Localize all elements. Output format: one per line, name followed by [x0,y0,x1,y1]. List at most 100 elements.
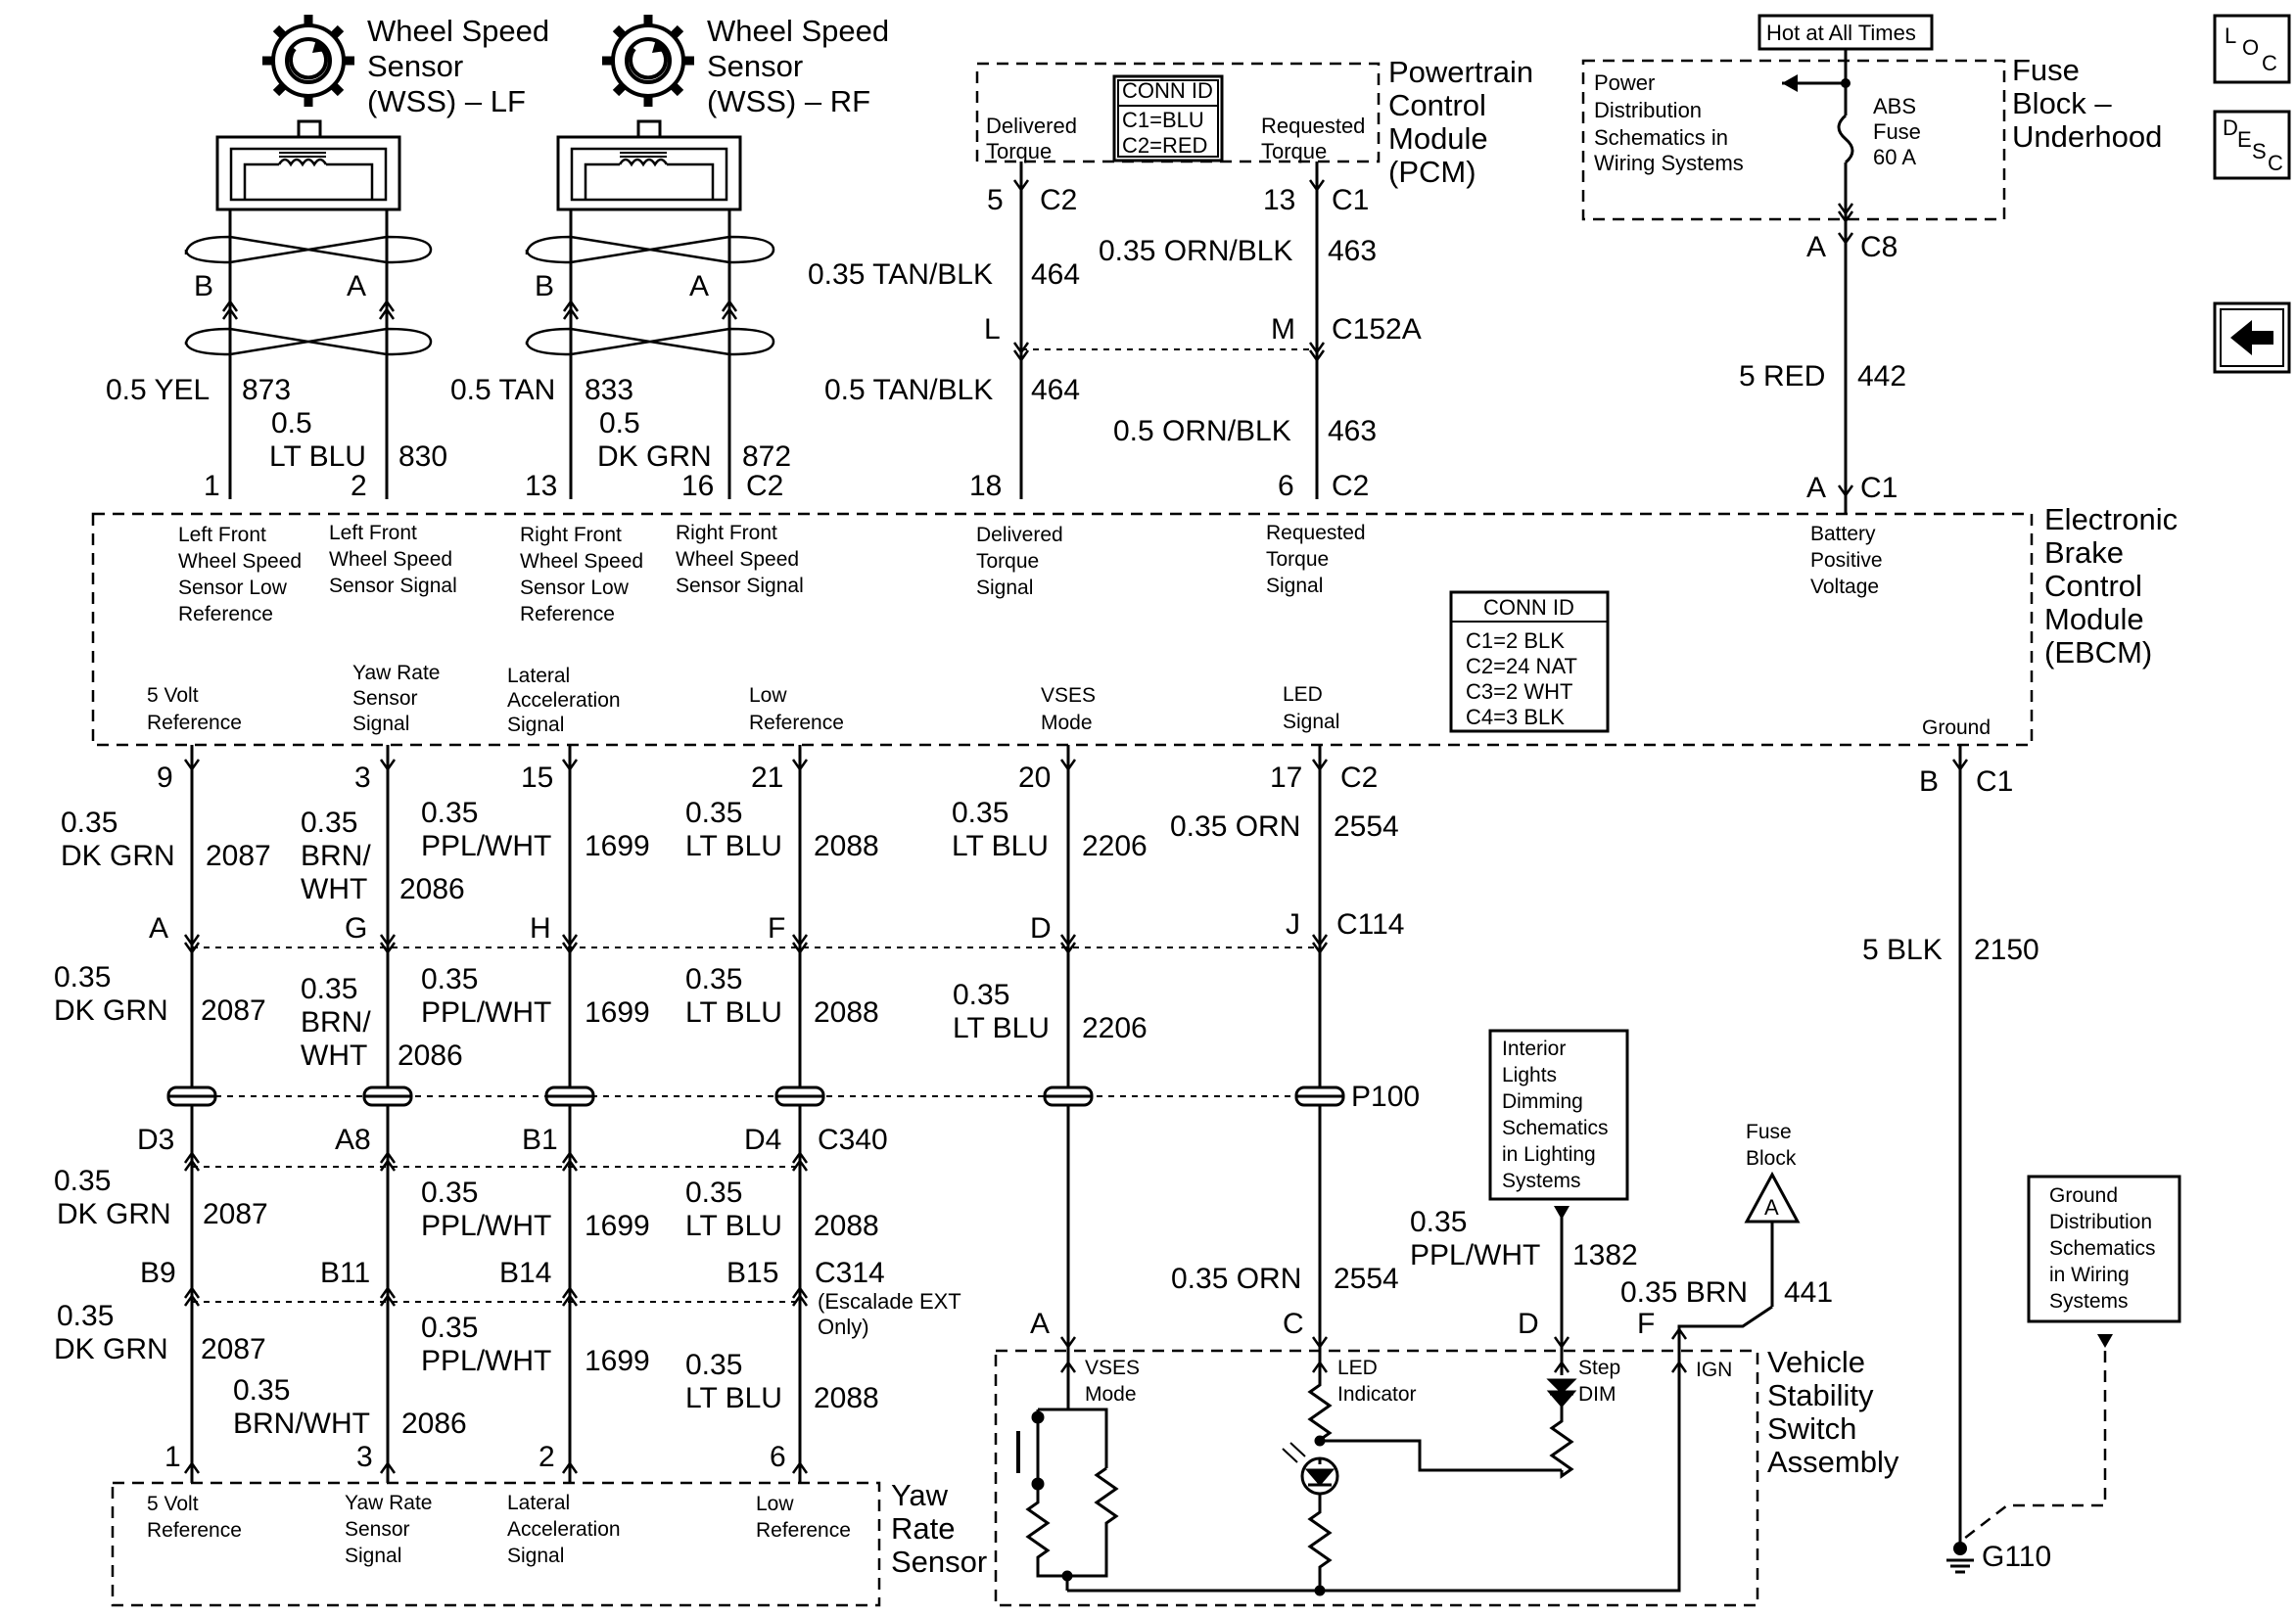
connector-id: C1 [1976,765,2013,798]
connector-id: C2 [1340,762,1378,794]
connector-id: C152A [1332,313,1422,346]
ebcm-label-low-ref: Low Reference [749,684,844,734]
wheel-gear-icon [262,15,354,107]
interior-lights-ref[interactable]: Interior Lights Dimming Schematics in Li… [1488,1029,1629,1220]
p100-label: P100 [1351,1081,1420,1113]
desc-button[interactable]: D E S C [2213,110,2291,180]
connector-pin: B1 [522,1124,558,1156]
wheel-gear-icon [602,15,694,107]
wire-2088-circuit: 2088 [814,1210,879,1242]
hot-at-all-times: Hot at All Times [1766,21,1916,45]
ebcm-label-led-signal: LED Signal [1283,683,1339,733]
connector-pin: A [689,270,709,302]
connector-id: C314 [815,1257,885,1289]
ebcm-pin: 2 [351,470,367,502]
wire-464-color: 0.35 TAN/BLK [808,258,993,291]
back-button[interactable] [2213,301,2291,374]
fuse-block-underhood: Hot at All Times Power Distribution Sche… [1581,14,2162,514]
wire-464-circuit: 464 [1031,258,1080,291]
wire-2088-circuit: 2088 [814,996,879,1029]
power-distribution-ref: Power Distribution Schematics in Wiring … [1594,70,1744,175]
connector-pin: B [1919,765,1939,798]
wss-rf: Wheel Speed Sensor (WSS) – RF [556,14,898,211]
ebcm-label-5v-ref: 5 Volt Reference [147,684,242,734]
vss-label-ign: IGN [1696,1359,1732,1381]
connector-pin: L [984,313,1001,346]
pcm-requested-label: Requested Torque [1261,114,1372,163]
wire-2150-color: 5 BLK [1862,934,1943,966]
ebcm-label-ground: Ground [1922,716,1991,739]
abs-fuse-label: ABS Fuse 60 A [1873,94,1927,169]
interior-lights-ref-text: Interior Lights Dimming Schematics in Li… [1502,1038,1614,1192]
connector-pin: F [768,912,785,945]
wss-lf-title: Wheel Speed Sensor (WSS) – LF [367,14,558,118]
connector-pin: B [194,270,213,302]
vss-pin: F [1637,1308,1655,1340]
wire-833-circuit: 833 [585,374,633,406]
connector-id: C2 [746,470,783,502]
connector-pin: B14 [499,1257,551,1289]
fuse-block-ref-letter: A [1764,1195,1779,1220]
wire-872-size: 0.5 [599,407,640,439]
wire-464-color: 0.5 TAN/BLK [824,374,993,406]
ebcm-pin: 1 [204,470,220,502]
wire-2554-circuit: 2554 [1334,1263,1399,1295]
connector-pin: B15 [726,1257,778,1289]
ebcm-pin: 17 [1270,762,1302,794]
wss-rf-title: Wheel Speed Sensor (WSS) – RF [707,14,898,118]
wire-830-color: LT BLU [269,440,366,473]
connector-pin: B9 [140,1257,176,1289]
wire-442-circuit: 442 [1857,360,1906,393]
pcm-conn-id: CONN ID C1=BLU C2=RED [1122,78,1219,158]
wire-872-color: DK GRN [597,440,712,473]
wire-2086-circuit: 2086 [399,873,465,905]
ebcm-label-vses-mode: VSES Mode [1041,684,1101,734]
loc-button[interactable]: L O C [2213,14,2291,84]
wire-2087-circuit: 2087 [201,1333,266,1365]
yaw-pin: 6 [770,1441,786,1473]
wss-lf: Wheel Speed Sensor (WSS) – LF [215,14,558,211]
wire-830-size: 0.5 [271,407,312,439]
ebcm-label-rf-low-ref: Right Front Wheel Speed Sensor Low Refer… [520,524,649,625]
fuse-block-ref[interactable]: Fuse Block A [1744,1121,1801,1224]
wire-830-circuit: 830 [398,440,447,473]
ebcm-label-lf-signal: Left Front Wheel Speed Sensor Signal [329,522,458,597]
ebcm-label-delivered-torque: Delivered Torque Signal [976,524,1069,599]
pcm-pin: 5 [987,184,1004,216]
wire-873-circuit: 873 [242,374,291,406]
ground-distribution-ref[interactable]: Ground Distribution Schematics in Wiring… [1959,1175,2181,1543]
wire-2087-circuit: 2087 [206,840,271,872]
ebcm-title: Electronic Brake Control Module (EBCM) [2044,502,2186,670]
connector-pin: A8 [335,1124,371,1156]
ebcm-pin: 3 [354,762,371,794]
connector-id: C1 [1332,184,1369,216]
wire-441-circuit: 441 [1784,1276,1833,1309]
loc-icon: L O C [2225,23,2277,75]
wire-463-circuit: 463 [1328,415,1377,447]
ebcm-conn-id: CONN ID C1=2 BLK C2=24 NAT C3=2 WHT C4=3… [1466,595,1583,729]
ebcm-pin: 6 [1278,470,1294,502]
pcm-delivered-label: Delivered Torque [986,114,1083,163]
wire-833-color: 0.5 TAN [450,374,555,406]
